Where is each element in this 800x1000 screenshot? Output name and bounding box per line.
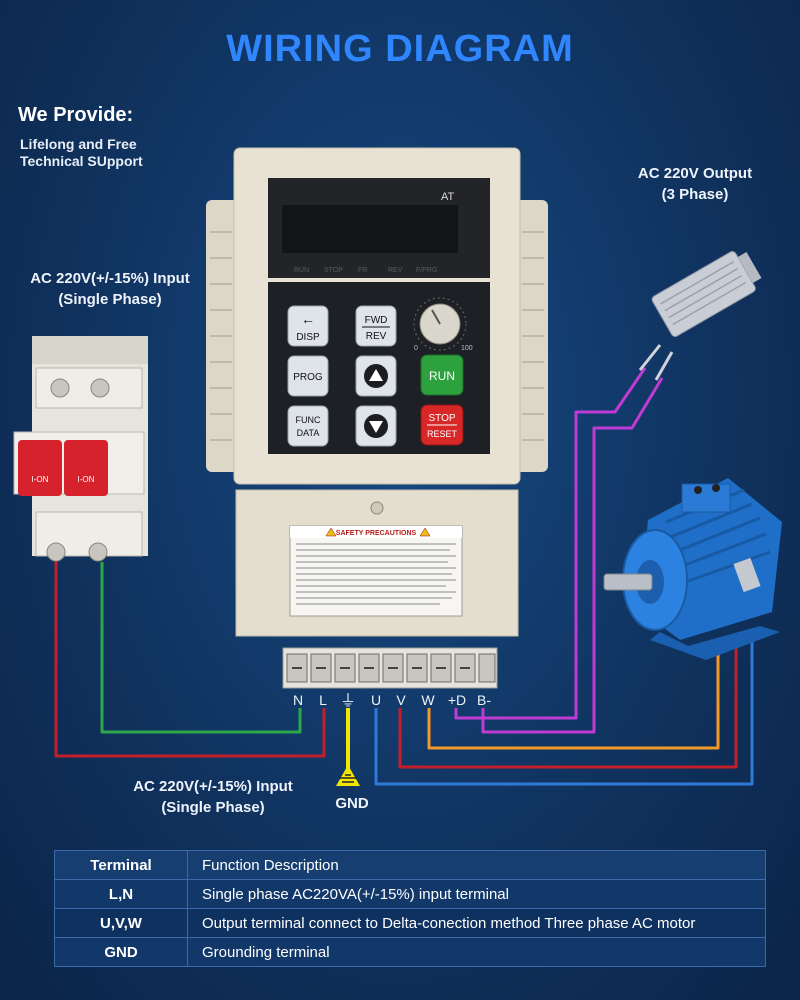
- input-label-top-line2: (Single Phase): [58, 291, 162, 308]
- status-rev: REV: [388, 267, 403, 274]
- output-label-line1: AC 220V Output: [637, 165, 753, 182]
- status-fprg: F/PRG: [416, 267, 437, 274]
- terminal-l: L: [319, 692, 327, 708]
- breaker-label-left: I-ON: [32, 475, 49, 484]
- provide-line-2: Technical SUpport: [20, 153, 143, 169]
- wire-blue-u: [374, 636, 754, 786]
- terminal-n: N: [293, 692, 303, 708]
- reset-label: RESET: [427, 429, 458, 439]
- warning-icon: [325, 527, 337, 537]
- data-label: DATA: [297, 428, 320, 438]
- dial-max: 100: [461, 345, 473, 352]
- page-title: WIRING DIAGRAM: [226, 28, 574, 70]
- wire-purple-b: [481, 377, 664, 734]
- table-cell-function: Output terminal connect to Delta-conecti…: [187, 908, 766, 938]
- wire-red-v: [398, 640, 738, 769]
- table-cell-function: Grounding terminal: [187, 937, 766, 967]
- table-header-function: Function Description: [187, 850, 766, 880]
- table-row: GND Grounding terminal: [54, 937, 766, 967]
- output-label: AC 220V Output (3 Phase): [620, 163, 770, 205]
- safety-text-lines: [296, 543, 456, 605]
- table-header-row: Terminal Function Description: [54, 850, 766, 880]
- rev-label: REV: [366, 331, 387, 342]
- table-row: L,N Single phase AC220VA(+/-15%) input t…: [54, 879, 766, 909]
- prog-button[interactable]: PROG: [287, 355, 329, 397]
- vfd-inverter: AT RUN STOP FR REV F/PRG ← DISP FWD REV …: [206, 147, 548, 637]
- table-cell-terminal: GND: [54, 937, 188, 967]
- status-fr: FR: [358, 267, 367, 274]
- run-button[interactable]: RUN: [420, 354, 464, 396]
- table-cell-terminal: L,N: [54, 879, 188, 909]
- circuit-breaker: I-ON I-ON: [13, 336, 148, 562]
- safety-label: [289, 525, 463, 617]
- breaker-lever-right: [64, 440, 108, 496]
- wire-purple-d: [454, 367, 647, 720]
- safety-title: SAFETY PRECAUTIONS: [336, 530, 417, 537]
- arrow-left-icon: ←: [301, 311, 315, 327]
- warning-icon: [419, 527, 431, 537]
- wire-green-n: [100, 562, 302, 734]
- status-run: RUN: [294, 267, 309, 274]
- func-data-button[interactable]: FUNC DATA: [287, 405, 329, 447]
- input-label-bottom-line1: AC 220V(+/-15%) Input: [133, 778, 293, 795]
- motor-nameplate: [733, 557, 761, 593]
- terminal-u: U: [371, 692, 381, 708]
- dial-min: 0: [414, 345, 418, 352]
- speed-dial[interactable]: 0 100: [413, 297, 473, 352]
- display-label: AT: [441, 191, 455, 203]
- braking-resistor: [638, 251, 762, 381]
- ground-symbol: [336, 765, 360, 786]
- wire-red-l: [54, 560, 326, 758]
- status-stop: STOP: [324, 267, 343, 274]
- led-display: [282, 205, 458, 253]
- gnd-label: GND: [335, 795, 369, 812]
- disp-label: DISP: [296, 332, 320, 343]
- input-label-bottom: AC 220V(+/-15%) Input (Single Phase): [118, 776, 308, 818]
- terminal-plus-d: +D: [448, 692, 466, 708]
- table-header-terminal: Terminal: [54, 850, 188, 880]
- input-label-top-line1: AC 220V(+/-15%) Input: [30, 270, 190, 287]
- screw-icon: [370, 501, 384, 515]
- provide-text: Lifelong and Free Technical SUpport: [20, 136, 143, 170]
- three-phase-motor: [603, 478, 782, 660]
- table-cell-function: Single phase AC220VA(+/-15%) input termi…: [187, 879, 766, 909]
- terminal-v: V: [396, 692, 406, 708]
- terminal-ground-icon: ⏚: [340, 692, 356, 710]
- terminal-block: [282, 647, 498, 689]
- terminal-labels: N L ⏚ U V W +D B-: [293, 692, 491, 710]
- stop-reset-button[interactable]: STOP RESET: [420, 404, 464, 446]
- terminal-w: W: [421, 692, 435, 708]
- func-label: FUNC: [296, 415, 321, 425]
- fwd-rev-button[interactable]: FWD REV: [355, 305, 397, 347]
- table-cell-terminal: U,V,W: [54, 908, 188, 938]
- fwd-label: FWD: [365, 315, 388, 326]
- input-label-top: AC 220V(+/-15%) Input (Single Phase): [10, 268, 210, 310]
- wire-orange-w: [427, 646, 720, 750]
- run-label: RUN: [429, 369, 455, 383]
- terminal-table: Terminal Function Description L,N Single…: [54, 850, 766, 967]
- disp-button[interactable]: ← DISP: [287, 305, 329, 347]
- output-label-line2: (3 Phase): [661, 186, 729, 203]
- screw-icon: [88, 542, 108, 562]
- provide-heading: We Provide:: [18, 104, 134, 126]
- screw-icon: [46, 542, 66, 562]
- provide-line-1: Lifelong and Free: [20, 136, 137, 152]
- wires: [54, 367, 754, 786]
- motor-shaft: [603, 573, 653, 591]
- breaker-lever-left: [18, 440, 62, 496]
- input-label-bottom-line2: (Single Phase): [161, 799, 265, 816]
- up-button[interactable]: [355, 355, 397, 397]
- prog-label: PROG: [293, 372, 323, 383]
- screw-icon: [50, 378, 70, 398]
- terminal-b-minus: B-: [477, 692, 491, 708]
- screw-icon: [90, 378, 110, 398]
- stop-label: STOP: [428, 413, 455, 424]
- breaker-label-right: I-ON: [78, 475, 95, 484]
- down-button[interactable]: [355, 405, 397, 447]
- table-row: U,V,W Output terminal connect to Delta-c…: [54, 908, 766, 938]
